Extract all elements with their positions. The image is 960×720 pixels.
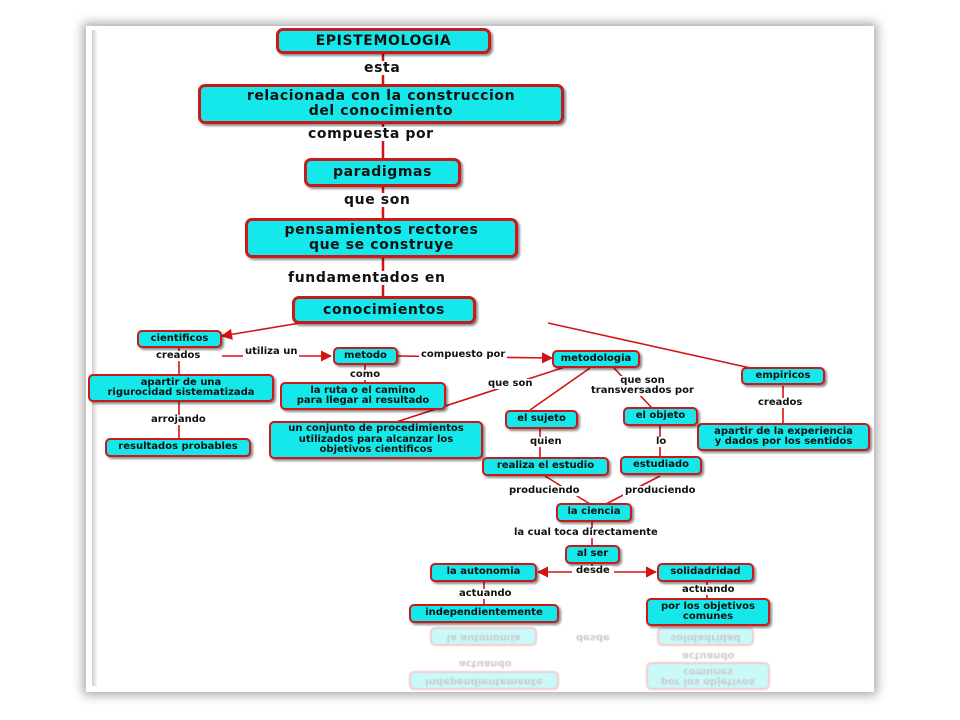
frame-edge [92,30,98,686]
label-desde: desde [574,565,612,576]
node-sujeto[interactable]: el sujeto [505,410,578,429]
reflection-solidaridad: solidadridad [657,627,754,646]
node-epistemologia[interactable]: EPISTEMOLOGIA [276,28,491,54]
node-autonomia[interactable]: la autonomia [430,563,537,582]
label-fundamentados-en: fundamentados en [286,270,448,286]
label-la-cual-toca: la cual toca directamente [512,527,660,538]
node-realiza[interactable]: realiza el estudio [482,457,609,476]
node-cientificos[interactable]: cientificos [137,330,222,348]
node-ruta[interactable]: la ruta o el camino para llegar al resul… [280,382,446,410]
edge-metodologia-sujeto [529,367,591,411]
label-produciendo-right: produciendo [623,485,698,496]
label-utiliza-un: utiliza un [243,346,300,357]
label-actuando-left: actuando [457,588,514,599]
reflection-actuando-left: actuando [457,658,514,669]
node-metodo[interactable]: metodo [333,347,398,365]
node-ciencia[interactable]: la ciencia [556,503,632,522]
node-objeto[interactable]: el objeto [623,407,698,426]
node-objetivos-comunes[interactable]: por los objetivos comunes [646,598,770,626]
label-que-son-transversados: que son transversados por [589,375,696,396]
label-que-son: que son [342,192,413,208]
node-al-ser[interactable]: al ser [565,545,620,564]
node-resultados[interactable]: resultados probables [105,438,251,457]
node-independientemente[interactable]: independientemente [409,604,559,623]
node-estudiado[interactable]: estudiado [620,456,702,475]
node-conocimientos[interactable]: conocimientos [292,296,476,324]
label-lo: lo [654,436,669,447]
node-solidaridad[interactable]: solidadridad [657,563,754,582]
node-relacionada[interactable]: relacionada con la construccion del cono… [198,84,564,124]
label-compuesta-por: compuesta por [306,126,436,142]
edge-conocimientos-empiricos [547,322,756,370]
label-esta: esta [362,60,403,76]
label-creados-left: creados [154,350,203,361]
label-como: como [348,369,383,380]
reflection-autonomia: la autonomia [430,627,537,646]
node-paradigmas[interactable]: paradigmas [304,158,461,187]
node-pensamientos[interactable]: pensamientos rectores que se construye [245,218,518,258]
node-metodologia[interactable]: metodologia [552,350,640,368]
reflection-independientemente: independientemente [409,671,559,690]
label-actuando-right: actuando [680,584,737,595]
node-experiencia[interactable]: apartir de la experiencia y dados por lo… [697,423,870,451]
edge-metodologia-conjunto [389,365,569,425]
label-quien: quien [528,436,564,447]
node-conjunto[interactable]: un conjunto de procedimientos utilizados… [269,421,483,459]
label-que-son-conjunto: que son [486,378,535,389]
reflection-actuando-right: actuando [680,650,737,661]
node-empiricos[interactable]: empiricos [741,367,825,385]
reflection: independientemente actuando la autonomia… [400,626,800,690]
label-creados-right: creados [756,397,805,408]
label-compuesto-por: compuesto por [419,349,508,360]
label-arrojando: arrojando [149,414,208,425]
node-rigurocidad[interactable]: apartir de una rigurocidad sistematizada [88,374,274,402]
label-produciendo-left: produciendo [507,485,582,496]
reflection-objetivos-comunes: por los objetivos comunes [646,662,770,690]
reflection-desde: desde [574,632,612,643]
